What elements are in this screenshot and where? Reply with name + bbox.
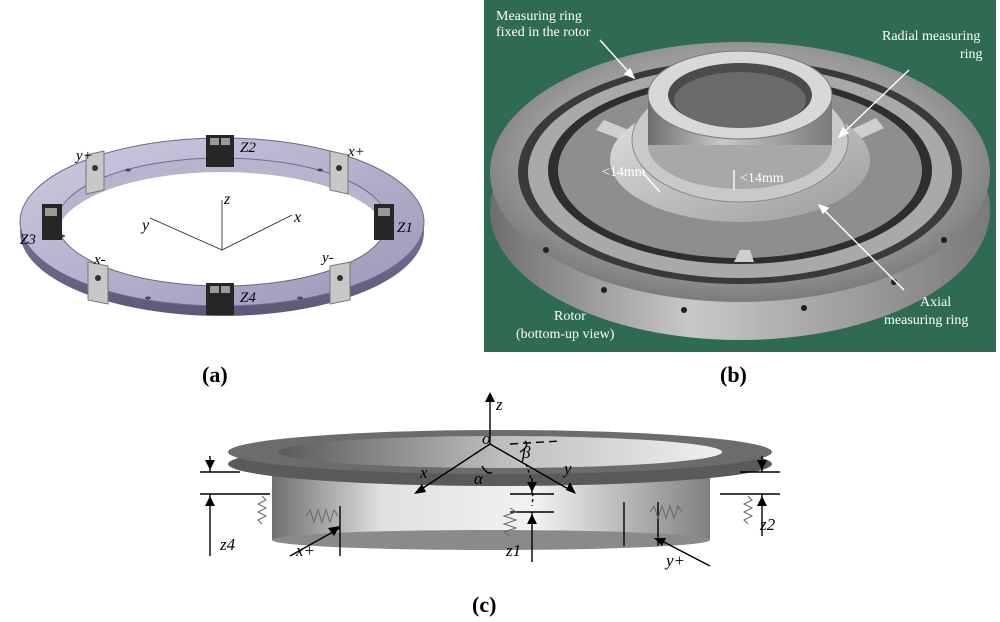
axis-y-line xyxy=(149,217,223,251)
panel-c-schematic: z o β x y α z4 z2 z1 x+ y+ (c) xyxy=(180,386,820,617)
label-alpha: α xyxy=(474,469,484,488)
label-yminus: y- xyxy=(320,250,334,266)
caption-b: (b) xyxy=(720,362,747,387)
label-xminus: x- xyxy=(93,252,106,268)
label-beta: β xyxy=(521,443,531,462)
label-rotor-line1: Rotor xyxy=(554,309,586,324)
spring-z2 xyxy=(742,495,754,525)
schematic-arrowheads xyxy=(205,392,767,546)
label-z2: Z2 xyxy=(240,140,256,156)
sensor-z3 xyxy=(42,204,62,240)
label-radial-line1: Radial measuring xyxy=(882,29,980,44)
label-yplus: y+ xyxy=(664,551,685,570)
springs xyxy=(256,495,754,537)
label-measuring-ring-line1: Measuring ring xyxy=(496,9,582,24)
label-o: o xyxy=(482,429,491,448)
sensor-xminus xyxy=(87,261,109,305)
cad-axis-x-label: x xyxy=(293,209,301,226)
label-z: z xyxy=(495,395,503,414)
label-z2: z2 xyxy=(759,515,776,534)
cad-ring-drawing: z x y Z2 Z4 Z1 Z3 y+ x+ x- y- xyxy=(19,135,425,316)
rotor-photo-drawing: Measuring ring fixed in the rotor Radial… xyxy=(484,0,996,352)
rotor-holes xyxy=(543,237,947,313)
label-z3: Z3 xyxy=(20,232,36,248)
axis-x-line xyxy=(419,443,491,491)
caption-c: (c) xyxy=(472,592,497,617)
cad-axis-y-label: y xyxy=(140,217,150,234)
label-measuring-ring-line2: fixed in the rotor xyxy=(496,25,591,40)
label-rotor-line2: (bottom-up view) xyxy=(516,327,615,342)
spring-xplus xyxy=(305,508,339,524)
sensor-yminus xyxy=(329,261,351,305)
beta-arc xyxy=(519,440,528,453)
label-axial-line1: Axial xyxy=(920,295,951,310)
sensor-z1 xyxy=(374,204,394,240)
spring-yplus xyxy=(649,504,683,520)
sensor-yplus xyxy=(85,150,105,195)
cad-sensors xyxy=(42,135,394,315)
label-z4: Z4 xyxy=(240,290,256,306)
cad-axis-z-label: z xyxy=(223,191,231,208)
label-x: x xyxy=(419,463,428,482)
spring-z1 xyxy=(502,507,518,537)
panel-b-rotor-photo: Measuring ring fixed in the rotor Radial… xyxy=(484,0,996,387)
alpha-arc xyxy=(481,465,493,474)
label-z1: z1 xyxy=(505,541,521,560)
arrow-radial-ring xyxy=(838,69,910,138)
sensor-xplus xyxy=(329,150,349,195)
label-yplus: y+ xyxy=(74,148,93,164)
label-xplus: x+ xyxy=(295,541,315,560)
rotor-cylinder xyxy=(272,476,710,550)
beta-dashed-line xyxy=(509,440,561,445)
yplus-arrow xyxy=(659,539,711,567)
schematic-drawing: z o β x y α z4 z2 z1 x+ y+ xyxy=(200,392,780,570)
label-z4: z4 xyxy=(219,535,236,554)
sensor-z4 xyxy=(206,283,234,315)
label-xplus: x+ xyxy=(347,144,365,160)
caption-a: (a) xyxy=(202,362,228,387)
rotor-body xyxy=(490,42,990,340)
panel-a-cad-ring: z x y Z2 Z4 Z1 Z3 y+ x+ x- y- (a) xyxy=(0,0,460,387)
sensor-z2 xyxy=(206,135,234,167)
axis-y-line xyxy=(489,443,571,491)
arrow-axial-ring xyxy=(818,204,905,291)
dim-arrow-1 xyxy=(641,171,661,193)
cad-axes xyxy=(149,200,293,251)
label-dim-1: <14mm xyxy=(602,165,646,180)
photo-arrows xyxy=(599,39,910,291)
label-radial-line2: ring xyxy=(960,47,983,62)
label-z1: Z1 xyxy=(397,220,413,236)
label-dim-2: <14mm xyxy=(740,171,784,186)
label-y: y xyxy=(562,459,572,478)
axis-x-line xyxy=(221,214,293,251)
label-axial-line2: measuring ring xyxy=(884,313,968,328)
spring-z4 xyxy=(256,495,268,525)
rotor-flange xyxy=(228,430,772,486)
